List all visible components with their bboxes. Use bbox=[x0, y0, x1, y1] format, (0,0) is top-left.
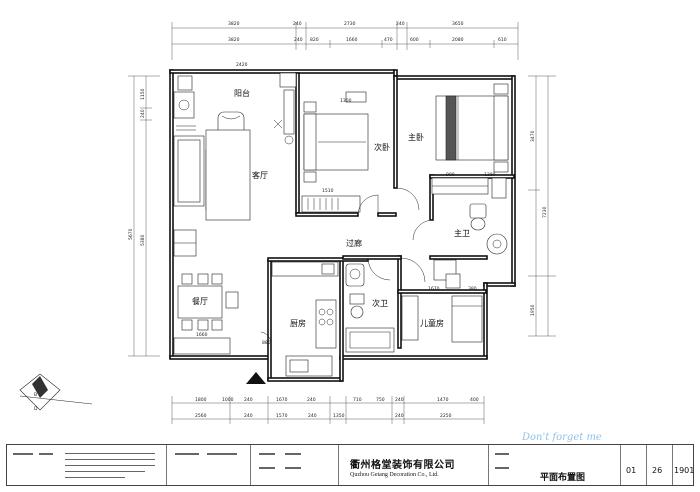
bottom-inner-dim-6: 710 bbox=[353, 397, 362, 403]
second-bath-fixtures bbox=[345, 263, 395, 353]
bottom-inner-dim-2: 1000 bbox=[222, 397, 234, 403]
room-label-dining-room: 餐厅 bbox=[192, 297, 208, 306]
top-inner-dim-4: 1660 bbox=[346, 37, 358, 43]
top-outer-dim-5: 3650 bbox=[452, 21, 464, 27]
title-block bbox=[6, 444, 694, 486]
sheet-number-a: 01 bbox=[626, 466, 637, 475]
interior-dim-9: 880 bbox=[262, 340, 271, 346]
bottom-inner-dim-8: 240 bbox=[395, 397, 404, 403]
room-label-kitchen: 厨房 bbox=[290, 318, 306, 328]
title-block-project bbox=[167, 445, 251, 485]
left-dimension-lines bbox=[128, 75, 160, 357]
title-block-drawing bbox=[489, 445, 621, 485]
top-dimension-lines bbox=[171, 22, 519, 60]
bottom-outer-dim-4: 240 bbox=[308, 413, 317, 419]
interior-dim-7: 1670 bbox=[428, 286, 440, 292]
interior-dim-1: 2420 bbox=[236, 62, 248, 68]
left-dim-4: 5670 bbox=[128, 228, 134, 240]
left-dim-3: 5380 bbox=[140, 234, 146, 246]
bottom-inner-dim-10: 400 bbox=[470, 397, 479, 403]
left-dim-2: 240 bbox=[140, 109, 146, 118]
room-label-kids-room: 儿童房 bbox=[420, 318, 444, 328]
top-inner-dim-2: 240 bbox=[294, 37, 303, 43]
interior-dim-8: 380 bbox=[468, 286, 477, 292]
top-outer-dim-3: 2730 bbox=[344, 21, 356, 27]
sheet-number-c: 1901 bbox=[674, 466, 695, 475]
title-block-notes bbox=[7, 445, 167, 485]
bottom-inner-dim-9: 1470 bbox=[437, 397, 449, 403]
interior-dim-2: 1510 bbox=[322, 188, 334, 194]
bottom-inner-dim-1: 1800 bbox=[195, 397, 207, 403]
room-label-second-bath: 次卫 bbox=[372, 298, 388, 308]
door-swings bbox=[260, 187, 434, 345]
right-dim-3: 1950 bbox=[530, 304, 536, 316]
kitchen-fixtures bbox=[271, 261, 339, 377]
master-bath-fixtures bbox=[433, 203, 508, 281]
svg-text:D: D bbox=[34, 406, 38, 412]
living-room-furniture bbox=[173, 129, 251, 221]
title-block-signatures bbox=[251, 445, 339, 485]
bottom-outer-dim-3: 1570 bbox=[276, 413, 288, 419]
sheet-number-b: 26 bbox=[652, 466, 663, 475]
top-outer-dim-2: 240 bbox=[293, 21, 302, 27]
top-inner-dim-5: 470 bbox=[384, 37, 393, 43]
top-outer-dim-1: 3820 bbox=[228, 21, 240, 27]
stamp-text: Don't forget me bbox=[522, 432, 602, 443]
balcony-furniture bbox=[173, 72, 297, 139]
company-name-en: Quzhou Getang Decoration Co., Ltd. bbox=[350, 472, 439, 478]
entrance-marker bbox=[246, 372, 266, 384]
interior-dim-3: 1380 bbox=[484, 172, 496, 178]
bottom-outer-dim-6: 240 bbox=[395, 413, 404, 419]
bottom-outer-dim-7: 2250 bbox=[440, 413, 452, 419]
right-dim-1: 3470 bbox=[530, 130, 536, 142]
bottom-inner-dim-3: 240 bbox=[244, 397, 253, 403]
interior-dim-5: 1300 bbox=[340, 98, 352, 104]
room-label-living-room: 客厅 bbox=[252, 170, 268, 180]
second-bedroom-furniture bbox=[283, 89, 369, 213]
top-inner-dim-1: 3820 bbox=[228, 37, 240, 43]
top-inner-dim-8: 610 bbox=[498, 37, 507, 43]
top-inner-dim-7: 2080 bbox=[452, 37, 464, 43]
bottom-dimension-lines bbox=[171, 396, 485, 424]
interior-dim-6: 1660 bbox=[196, 332, 208, 338]
right-dim-2: 7230 bbox=[542, 206, 548, 218]
room-label-master-bath: 主卫 bbox=[454, 228, 470, 238]
right-dimension-lines bbox=[528, 75, 556, 337]
title-block-sheet-b-cell bbox=[647, 445, 673, 485]
title-block-company bbox=[339, 445, 489, 485]
bottom-outer-dim-2: 240 bbox=[244, 413, 253, 419]
master-bedroom-furniture bbox=[431, 83, 509, 199]
room-label-hallway: 过廊 bbox=[346, 238, 362, 248]
room-label-master-bedroom: 主卧 bbox=[408, 132, 424, 142]
drawing-title: 平面布置图 bbox=[540, 473, 586, 483]
interior-walls bbox=[267, 72, 515, 349]
top-inner-dim-3: 820 bbox=[310, 37, 319, 43]
bottom-outer-dim-5: 1350 bbox=[333, 413, 345, 419]
exterior-walls bbox=[169, 69, 516, 382]
title-block-sheet-a-cell bbox=[621, 445, 647, 485]
bottom-inner-dim-5: 240 bbox=[307, 397, 316, 403]
dining-room-furniture bbox=[173, 229, 239, 355]
bottom-inner-dim-7: 750 bbox=[376, 397, 385, 403]
bottom-inner-dim-4: 1670 bbox=[276, 397, 288, 403]
top-outer-dim-4: 240 bbox=[396, 21, 405, 27]
bottom-outer-dim-1: 2560 bbox=[195, 413, 207, 419]
svg-text:B: B bbox=[34, 392, 37, 398]
kids-room-furniture bbox=[401, 273, 483, 343]
room-label-second-bedroom: 次卧 bbox=[374, 142, 390, 152]
compass-rose: B D bbox=[19, 373, 93, 412]
company-name-cn: 衢州格堂装饰有限公司 bbox=[350, 460, 455, 471]
top-inner-dim-6: 600 bbox=[410, 37, 419, 43]
left-dim-1: 1150 bbox=[140, 88, 146, 100]
interior-dim-4: 900 bbox=[446, 172, 455, 178]
room-label-balcony: 阳台 bbox=[234, 88, 250, 98]
